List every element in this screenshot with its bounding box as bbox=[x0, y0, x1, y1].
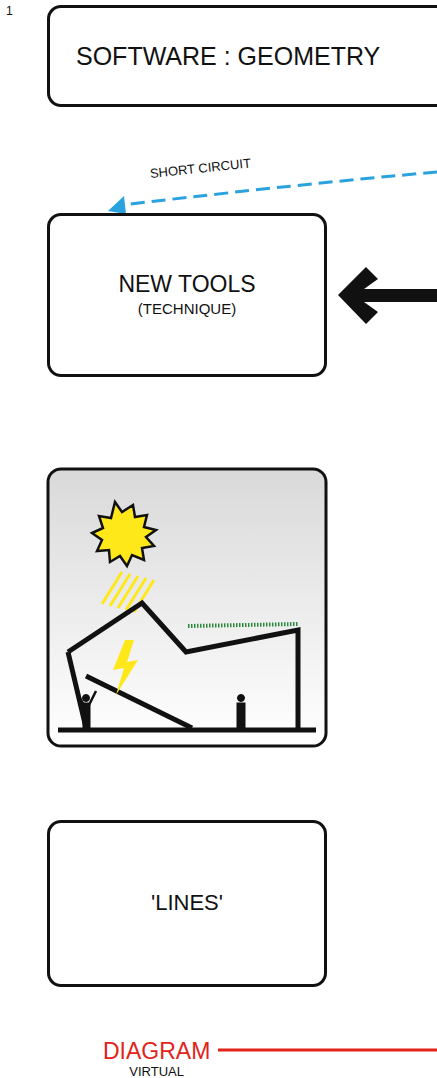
diagram-heading: DIAGRAM bbox=[103, 1038, 210, 1065]
diagram-subheading: VIRTUAL bbox=[129, 1064, 184, 1078]
box-subtitle: (TECHNIQUE) bbox=[138, 299, 236, 319]
box-title: 'LINES' bbox=[151, 890, 223, 916]
page-number: 1 bbox=[6, 4, 13, 18]
sun-building-illustration bbox=[48, 469, 326, 746]
box-title: NEW TOOLS bbox=[118, 271, 255, 299]
new-tools-box: NEW TOOLS(TECHNIQUE) bbox=[47, 213, 327, 377]
diagram-line bbox=[218, 1049, 437, 1052]
arrow-label: SHORT CIRCUIT bbox=[149, 155, 251, 181]
lines-box: 'LINES' bbox=[47, 820, 327, 987]
input-arrow bbox=[338, 267, 437, 324]
software-geometry-box: SOFTWARE : GEOMETRY bbox=[47, 5, 437, 107]
short-circuit-arrowhead bbox=[108, 196, 126, 214]
box-title: SOFTWARE : GEOMETRY bbox=[76, 41, 380, 71]
